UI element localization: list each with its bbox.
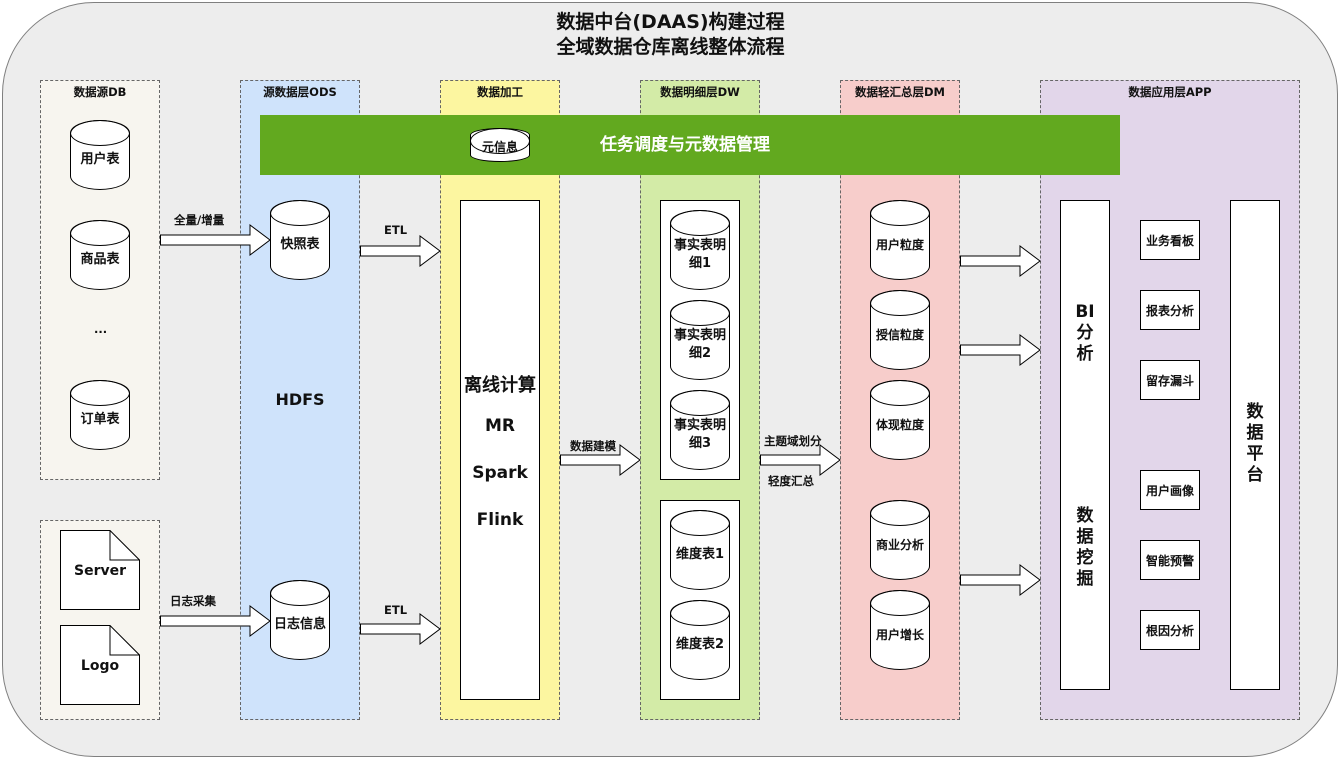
data-platform-label: 数据平台 (1246, 402, 1264, 485)
dm-credit-granularity: 授信粒度 (870, 290, 930, 370)
offline-compute-box (460, 200, 540, 700)
logo-doc-icon (60, 625, 140, 705)
dm-user-growth: 用户增长 (870, 590, 930, 670)
source-db-title: 数据源DB (73, 85, 127, 99)
logo-doc: Logo (60, 625, 140, 705)
app-user-profile: 用户画像 (1140, 470, 1200, 510)
meta-info-label: 元信息 (481, 140, 518, 154)
dm-withdraw-granularity-label: 体现粒度 (875, 418, 924, 432)
log-info-cylinder: 日志信息 (270, 580, 330, 660)
server-doc-label: Server (73, 563, 126, 579)
app-title: 数据应用层APP (1128, 85, 1212, 99)
arrow-dm-to-app-1 (960, 245, 1041, 277)
dim-table-2-cylinder: 维度表2 (670, 600, 730, 680)
modeling-label: 数据建模 (570, 439, 616, 453)
arrow-source-to-snapshot (160, 224, 271, 256)
light-summary-label: 轻度汇总 (768, 474, 814, 488)
dw-title: 数据明细层DW (660, 85, 740, 99)
arrow-dw-to-dm (760, 444, 841, 476)
app-root-cause: 根因分析 (1140, 610, 1200, 650)
dm-withdraw-granularity: 体现粒度 (870, 380, 930, 460)
arrow-dm-to-app-2 (960, 334, 1041, 366)
arrow-snapshot-to-processing (360, 235, 441, 267)
fact-table-1-cylinder: 事实表明细1 (670, 210, 730, 290)
subject-split-label: 主题域划分 (764, 434, 822, 448)
arrow-logs-to-ods (160, 605, 271, 637)
app-smart-alert: 智能预警 (1140, 540, 1200, 580)
fact-table-3-cylinder: 事实表明细3 (670, 390, 730, 470)
dm-business-analysis: 商业分析 (870, 500, 930, 580)
etl-bottom-label: ETL (384, 603, 408, 617)
dm-business-analysis-label: 商业分析 (875, 538, 924, 552)
user-table-cylinder: 用户表 (70, 120, 130, 190)
spark-label: Spark (472, 463, 528, 483)
arrow-processing-to-dw (560, 444, 641, 476)
dm-user-granularity-label: 用户粒度 (875, 238, 924, 252)
data-platform-box (1230, 200, 1280, 690)
snapshot-table-label: 快照表 (280, 237, 320, 252)
etl-top-label: ETL (384, 223, 408, 237)
flink-label: Flink (476, 510, 524, 530)
meta-info-cylinder: 元信息 (470, 128, 530, 162)
bi-mining-box (1060, 200, 1110, 690)
dm-credit-granularity-label: 授信粒度 (875, 328, 924, 342)
offline-compute-label: 离线计算 (464, 375, 536, 396)
mr-label: MR (484, 416, 515, 436)
order-table-label: 订单表 (80, 412, 120, 427)
server-doc: Server (60, 530, 140, 610)
server-doc-icon (60, 530, 140, 610)
fact-table-2-label: 事实表明细2 (673, 328, 726, 361)
dm-user-growth-label: 用户增长 (875, 628, 924, 642)
order-table-cylinder: 订单表 (70, 380, 130, 450)
full-incremental-label: 全量/增量 (174, 213, 225, 227)
dim-table-1-cylinder: 维度表1 (670, 510, 730, 590)
processing-title: 数据加工 (477, 85, 523, 99)
dm-user-granularity: 用户粒度 (870, 200, 930, 280)
fact-table-2-cylinder: 事实表明细2 (670, 300, 730, 380)
dim-table-2-label: 维度表2 (675, 637, 725, 652)
dim-table-1-label: 维度表1 (675, 547, 725, 562)
user-table-label: 用户表 (80, 152, 120, 167)
ods-title: 源数据层ODS (263, 85, 337, 99)
arrow-dm-to-app-3 (960, 564, 1041, 596)
source-ellipsis: ... (94, 322, 108, 336)
app-report-analysis: 报表分析 (1140, 290, 1200, 330)
fact-table-1-label: 事实表明细1 (673, 238, 726, 271)
app-business-dashboard: 业务看板 (1140, 220, 1200, 260)
product-table-label: 商品表 (80, 252, 120, 267)
fact-table-3-label: 事实表明细3 (673, 418, 726, 451)
snapshot-table-cylinder: 快照表 (270, 200, 330, 280)
scheduling-banner: 任务调度与元数据管理 (260, 115, 1120, 175)
dm-title: 数据轻汇总层DM (855, 85, 945, 99)
log-collect-label: 日志采集 (170, 594, 216, 608)
data-mining-label: 数据挖掘 (1076, 506, 1094, 589)
diagram-subtitle: 全域数据仓库离线整体流程 (556, 36, 785, 58)
hdfs-label: HDFS (275, 390, 325, 409)
logo-doc-label: Logo (80, 658, 120, 674)
arrow-loginfo-to-processing (360, 613, 441, 645)
product-table-cylinder: 商品表 (70, 220, 130, 290)
app-retention-funnel: 留存漏斗 (1140, 360, 1200, 400)
diagram-title: 数据中台(DAAS)构建过程 (556, 11, 785, 33)
log-info-label: 日志信息 (273, 617, 326, 632)
scheduling-banner-label: 任务调度与元数据管理 (600, 135, 770, 155)
